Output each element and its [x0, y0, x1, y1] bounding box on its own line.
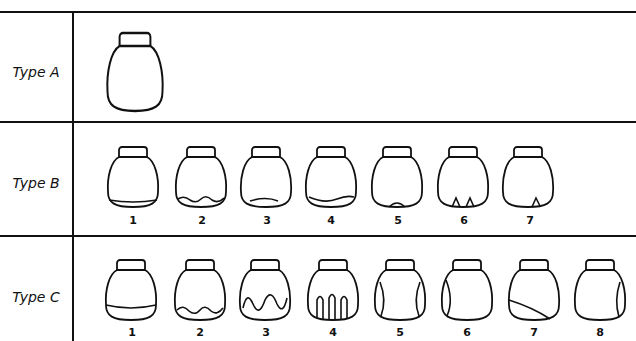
- callout-number: 7: [526, 215, 534, 226]
- callout-number: 2: [198, 215, 206, 226]
- callout-number: 6: [463, 327, 471, 338]
- row-header: Type C: [12, 290, 59, 304]
- callout-number: 5: [394, 215, 402, 226]
- callout-number: 1: [128, 327, 136, 338]
- row-header: Type A: [12, 65, 59, 79]
- callout-number: 3: [263, 215, 271, 226]
- callout-number: 3: [262, 327, 270, 338]
- row-header: Type B: [12, 176, 59, 190]
- callout-number: 5: [396, 327, 404, 338]
- callout-number: 4: [329, 327, 337, 338]
- callout-number: 2: [196, 327, 204, 338]
- callout-number: 7: [530, 327, 538, 338]
- callout-number: 6: [460, 215, 468, 226]
- callout-number: 8: [596, 327, 604, 338]
- callout-number: 1: [129, 215, 137, 226]
- callout-number: 4: [327, 215, 335, 226]
